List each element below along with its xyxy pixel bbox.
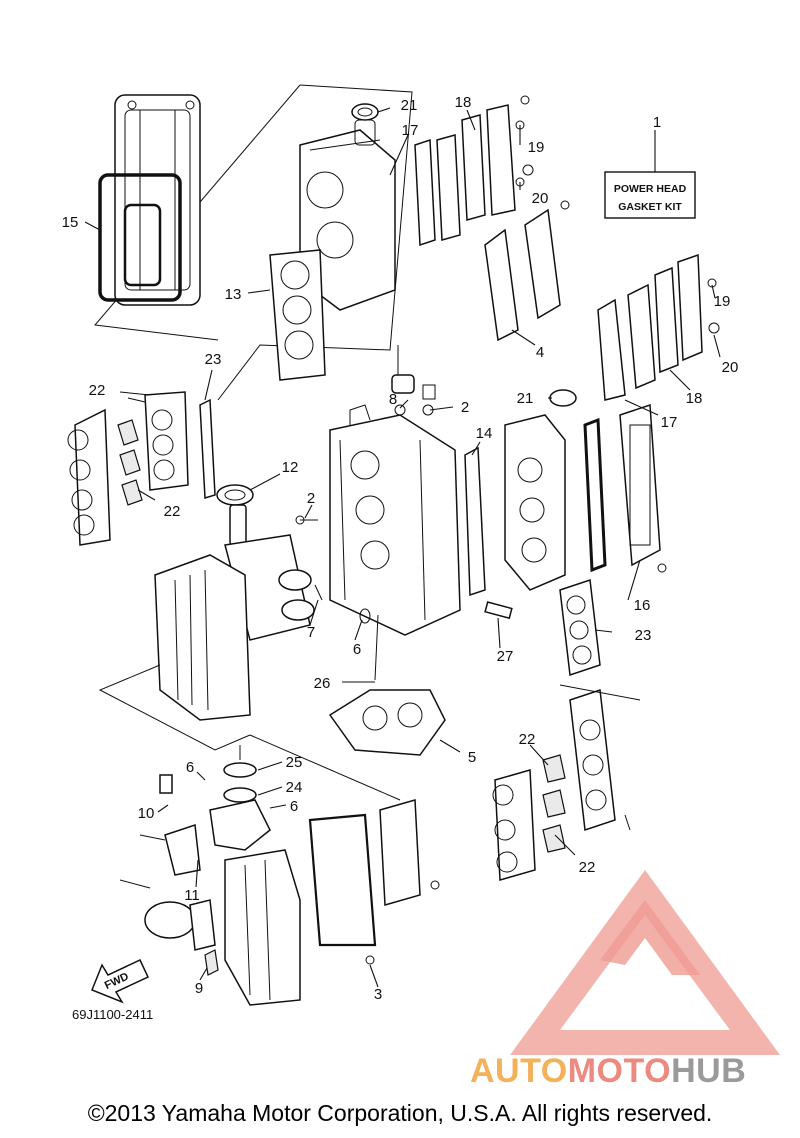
drawing-code: 69J1100-2411 <box>72 1007 153 1022</box>
callout-17: 17 <box>661 414 678 431</box>
bolts <box>295 515 513 681</box>
callout-18: 18 <box>686 390 703 407</box>
callout-22: 22 <box>89 382 106 399</box>
callout-12: 12 <box>282 459 299 476</box>
exhaust-cover-set-right <box>597 253 720 401</box>
cylinder-head-right <box>504 389 577 591</box>
callout-23: 23 <box>635 627 652 644</box>
crankcase <box>154 554 251 721</box>
callout-27: 27 <box>497 648 514 665</box>
exhaust-guide-gasket <box>328 689 446 756</box>
callout-20: 20 <box>532 190 549 207</box>
oil-pump <box>119 774 271 951</box>
kit-box-line1: POWER HEAD <box>614 183 687 195</box>
watermark-part-2: MOTO <box>567 1052 672 1090</box>
callout-21: 21 <box>517 390 534 407</box>
intake-manifold-left <box>67 391 189 546</box>
watermark-part-1: AUTO <box>470 1052 568 1090</box>
crankcase-gasket <box>308 813 377 965</box>
leader-lines <box>84 107 721 988</box>
callout-2: 2 <box>461 399 469 416</box>
copyright-notice: ©2013 Yamaha Motor Corporation, U.S.A. A… <box>87 1100 713 1126</box>
callout-26: 26 <box>314 675 331 692</box>
head-gasket <box>269 249 326 381</box>
callout-5: 5 <box>468 749 476 766</box>
watermark-wordmark: AUTOMOTOHUB <box>470 1052 800 1092</box>
callout-20: 20 <box>722 359 739 376</box>
callout-labels: 1 2 2 3 4 5 6 6 6 7 8 9 10 11 12 13 14 1… <box>62 94 739 1003</box>
cylinder-head-group-frame <box>94 84 413 401</box>
cylinder-block-gasket <box>464 446 486 597</box>
lower-group-frame <box>98 664 401 801</box>
thermostat-housing <box>391 345 436 416</box>
callout-21: 21 <box>401 97 418 114</box>
callout-16: 16 <box>634 597 651 614</box>
cylinder-head-cover <box>114 94 201 306</box>
callout-1: 1 <box>653 114 661 131</box>
callout-17: 17 <box>402 122 419 139</box>
callout-10: 10 <box>138 805 155 822</box>
lower-crankcase <box>224 849 301 1006</box>
callout-9: 9 <box>195 980 203 997</box>
callout-24: 24 <box>286 779 303 796</box>
callout-11: 11 <box>184 887 200 904</box>
forward-arrow: FWD <box>91 959 149 1004</box>
callout-6: 6 <box>186 759 194 776</box>
crank-oil-seal <box>216 484 254 506</box>
gasket-kit-box: POWER HEAD GASKET KIT <box>604 130 696 219</box>
callout-15: 15 <box>62 214 79 231</box>
callout-22: 22 <box>519 731 536 748</box>
callout-13: 13 <box>225 286 242 303</box>
automotohub-logo <box>510 870 780 1055</box>
watermark-part-3: HUB <box>671 1052 747 1090</box>
callout-3: 3 <box>374 986 382 1003</box>
exhaust-gasket-set <box>484 200 570 342</box>
kit-box-line2: GASKET KIT <box>618 201 682 213</box>
callout-7: 7 <box>307 624 315 641</box>
intake-manifold-right <box>559 684 641 832</box>
callout-22: 22 <box>164 503 181 520</box>
callout-4: 4 <box>536 344 544 361</box>
callout-6: 6 <box>353 641 361 658</box>
callout-6: 6 <box>290 798 298 815</box>
small-gasket-9 <box>204 949 219 976</box>
callout-8: 8 <box>389 391 397 408</box>
oil-seal <box>351 103 379 121</box>
callout-23: 23 <box>205 351 222 368</box>
side-plate <box>379 799 440 906</box>
head-gasket-right <box>583 417 607 573</box>
callout-18: 18 <box>455 94 472 111</box>
callout-25: 25 <box>286 754 303 771</box>
exhaust-cover-set-top <box>414 95 534 247</box>
head-cover-right <box>619 403 667 573</box>
throttle-bodies-right <box>492 754 566 881</box>
cylinder-block <box>329 404 461 636</box>
seal-stack <box>223 745 257 803</box>
head-cover-gasket <box>98 173 182 302</box>
callout-2: 2 <box>307 490 315 507</box>
callout-19: 19 <box>528 139 545 156</box>
callout-14: 14 <box>476 425 493 442</box>
callout-22: 22 <box>579 859 596 876</box>
callout-19: 19 <box>714 293 731 310</box>
intake-gaskets-left <box>117 398 216 506</box>
cylinder-head <box>299 119 396 311</box>
intake-gasket-right <box>559 578 601 677</box>
